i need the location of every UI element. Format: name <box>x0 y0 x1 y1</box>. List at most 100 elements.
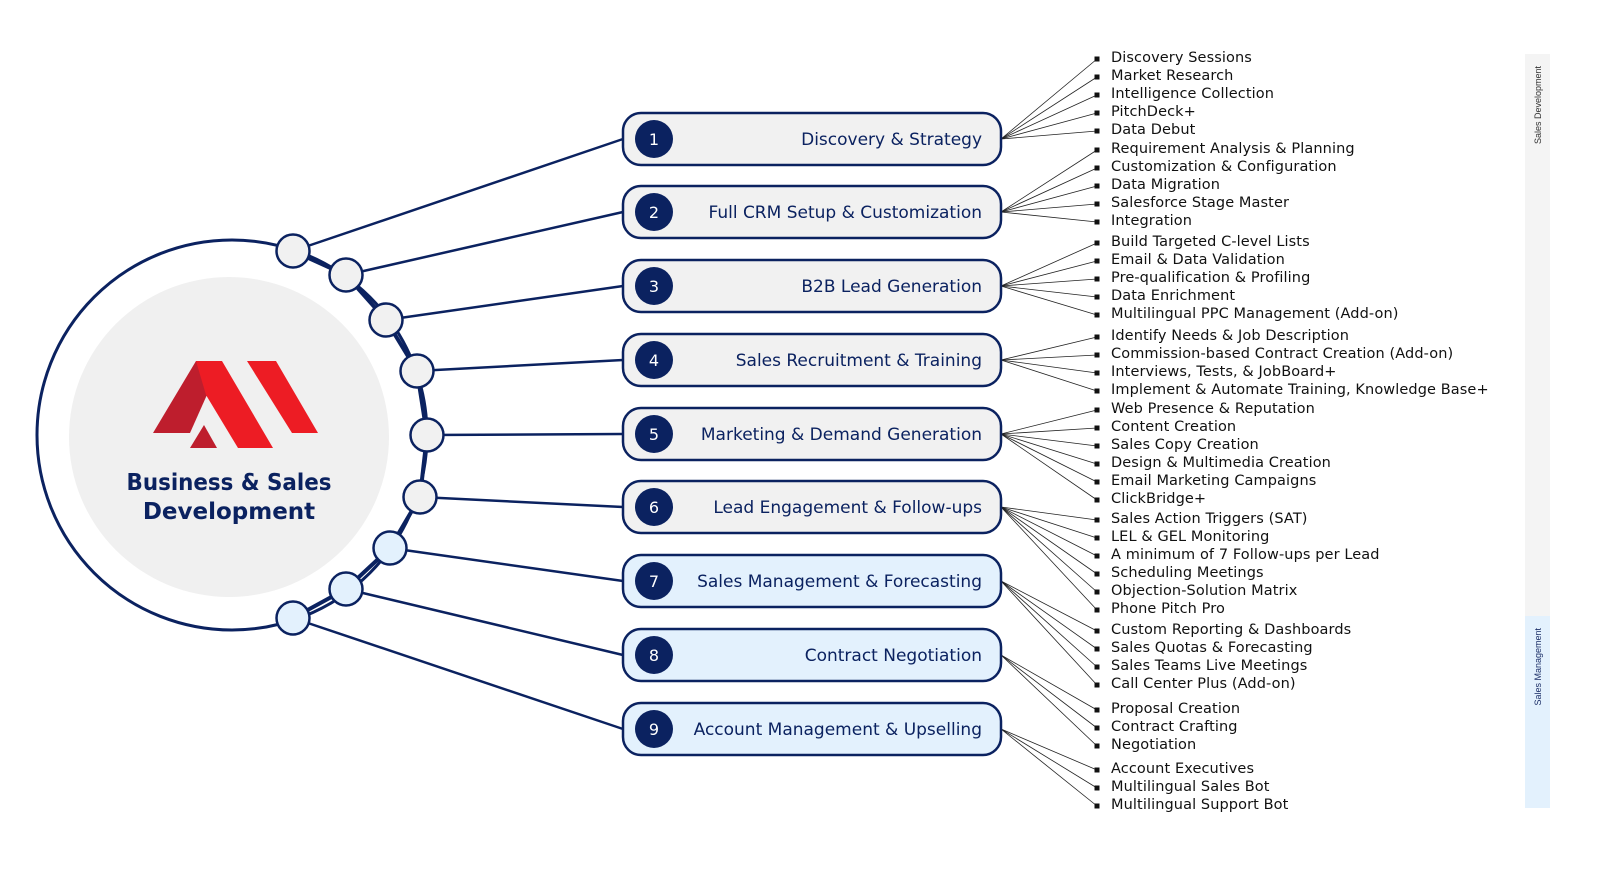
spoke-line <box>292 137 624 253</box>
bullet-square-icon <box>1094 479 1100 485</box>
fan-line <box>1000 728 1098 771</box>
service-item: Intelligence Collection <box>1111 86 1274 102</box>
stage-number-badge <box>635 341 673 379</box>
center-title-line1: Business & Sales <box>127 470 332 496</box>
stage-label: Marketing & Demand Generation <box>701 425 982 445</box>
service-item: Identify Needs & Job Description <box>1111 328 1350 344</box>
bullet-square-icon <box>1094 535 1100 541</box>
stage-label: Contract Negotiation <box>805 646 982 666</box>
stage-number: 4 <box>649 351 659 370</box>
fan-line <box>1000 260 1098 287</box>
service-item: Market Research <box>1111 68 1234 84</box>
spoke-line <box>416 358 624 373</box>
service-item: Salesforce Stage Master <box>1111 195 1290 211</box>
bullet-square-icon <box>1094 553 1100 559</box>
ring-node-8 <box>328 571 364 607</box>
stage-box-frame <box>621 184 1003 240</box>
service-item: Multilingual Sales Bot <box>1111 779 1270 795</box>
fan-line <box>1000 58 1098 140</box>
bullet-square-icon <box>1094 219 1100 225</box>
bullet-square-icon <box>1094 240 1100 246</box>
stage-number: 3 <box>649 277 659 296</box>
service-item: Discovery Sessions <box>1111 50 1252 66</box>
center-hub: Business & Sales Development <box>35 238 429 632</box>
ring-node-3 <box>368 302 404 338</box>
service-item: Commission-based Contract Creation (Add-… <box>1111 346 1454 362</box>
fan-line <box>1000 580 1098 668</box>
fan-line <box>1000 94 1098 140</box>
bullet-square-icon <box>1094 682 1100 688</box>
service-item: Contract Crafting <box>1111 719 1238 735</box>
stage-label: Discovery & Strategy <box>801 130 982 150</box>
bullet-square-icon <box>1094 628 1100 634</box>
fan-line <box>1000 654 1098 729</box>
stage-box-6[interactable]: 6 Lead Engagement & Follow-ups <box>621 479 1003 535</box>
stage-box-frame <box>621 553 1003 609</box>
stage-number: 1 <box>649 130 659 149</box>
bullet-square-icon <box>1094 407 1100 413</box>
bullet-square-icon <box>1094 517 1100 523</box>
bullet-square-icon <box>1094 312 1100 318</box>
stage-number-badge <box>635 562 673 600</box>
stage-number: 6 <box>649 498 659 517</box>
stage-number-badge <box>635 120 673 158</box>
fan-line <box>1000 278 1098 287</box>
service-item: Data Enrichment <box>1111 288 1236 304</box>
fan-line <box>1000 409 1098 435</box>
fan-line <box>1000 728 1098 789</box>
stage-label: Account Management & Upselling <box>694 720 982 740</box>
fan-line <box>1000 185 1098 213</box>
service-item: Interviews, Tests, & JobBoard+ <box>1111 364 1337 380</box>
bullet-square-icon <box>1094 461 1100 467</box>
stage-label: Sales Management & Forecasting <box>697 572 982 592</box>
stage-box-1[interactable]: 1 Discovery & Strategy <box>621 111 1003 167</box>
stage-label: Lead Engagement & Follow-ups <box>713 498 982 518</box>
red-roof-logo <box>153 361 318 448</box>
fan-line <box>1000 433 1098 501</box>
fan-line <box>1000 433 1098 465</box>
bullet-square-icon <box>1094 165 1100 171</box>
fan-line <box>1000 580 1098 650</box>
bullet-square-icon <box>1094 589 1100 595</box>
service-item: Content Creation <box>1111 419 1237 435</box>
ring-node-4 <box>399 353 435 389</box>
logo-triangle <box>190 425 217 448</box>
service-item: Sales Action Triggers (SAT) <box>1111 511 1308 527</box>
fan-line <box>1000 506 1098 557</box>
spoke-line <box>426 432 624 437</box>
bullet-square-icon <box>1094 725 1100 731</box>
service-item: Sales Quotas & Forecasting <box>1111 640 1313 656</box>
bullet-square-icon <box>1094 785 1100 791</box>
bullet-square-icon <box>1094 664 1100 670</box>
ring-node-5 <box>409 417 445 453</box>
ring-nodes <box>275 233 445 636</box>
fan-line <box>1000 359 1098 392</box>
spoke-line <box>345 210 624 277</box>
bullet-square-icon <box>1094 646 1100 652</box>
fan-line <box>1000 427 1098 435</box>
service-item: Web Presence & Reputation <box>1111 401 1315 417</box>
stage-box-frame <box>621 258 1003 314</box>
service-item: Email Marketing Campaigns <box>1111 473 1317 489</box>
stage-number: 2 <box>649 203 659 222</box>
stage-number-badge <box>635 488 673 526</box>
fan-line <box>1000 354 1098 361</box>
bullet-square-icon <box>1094 258 1100 264</box>
fan-line <box>1000 654 1098 711</box>
fan-line <box>1000 336 1098 361</box>
spoke-line <box>345 587 624 657</box>
bullet-square-icon <box>1094 110 1100 116</box>
bullet-square-icon <box>1094 607 1100 613</box>
spoke-line <box>385 284 624 322</box>
ring-node-6 <box>402 479 438 515</box>
logo-right-bar <box>247 361 318 433</box>
ring-node-2 <box>328 257 364 293</box>
